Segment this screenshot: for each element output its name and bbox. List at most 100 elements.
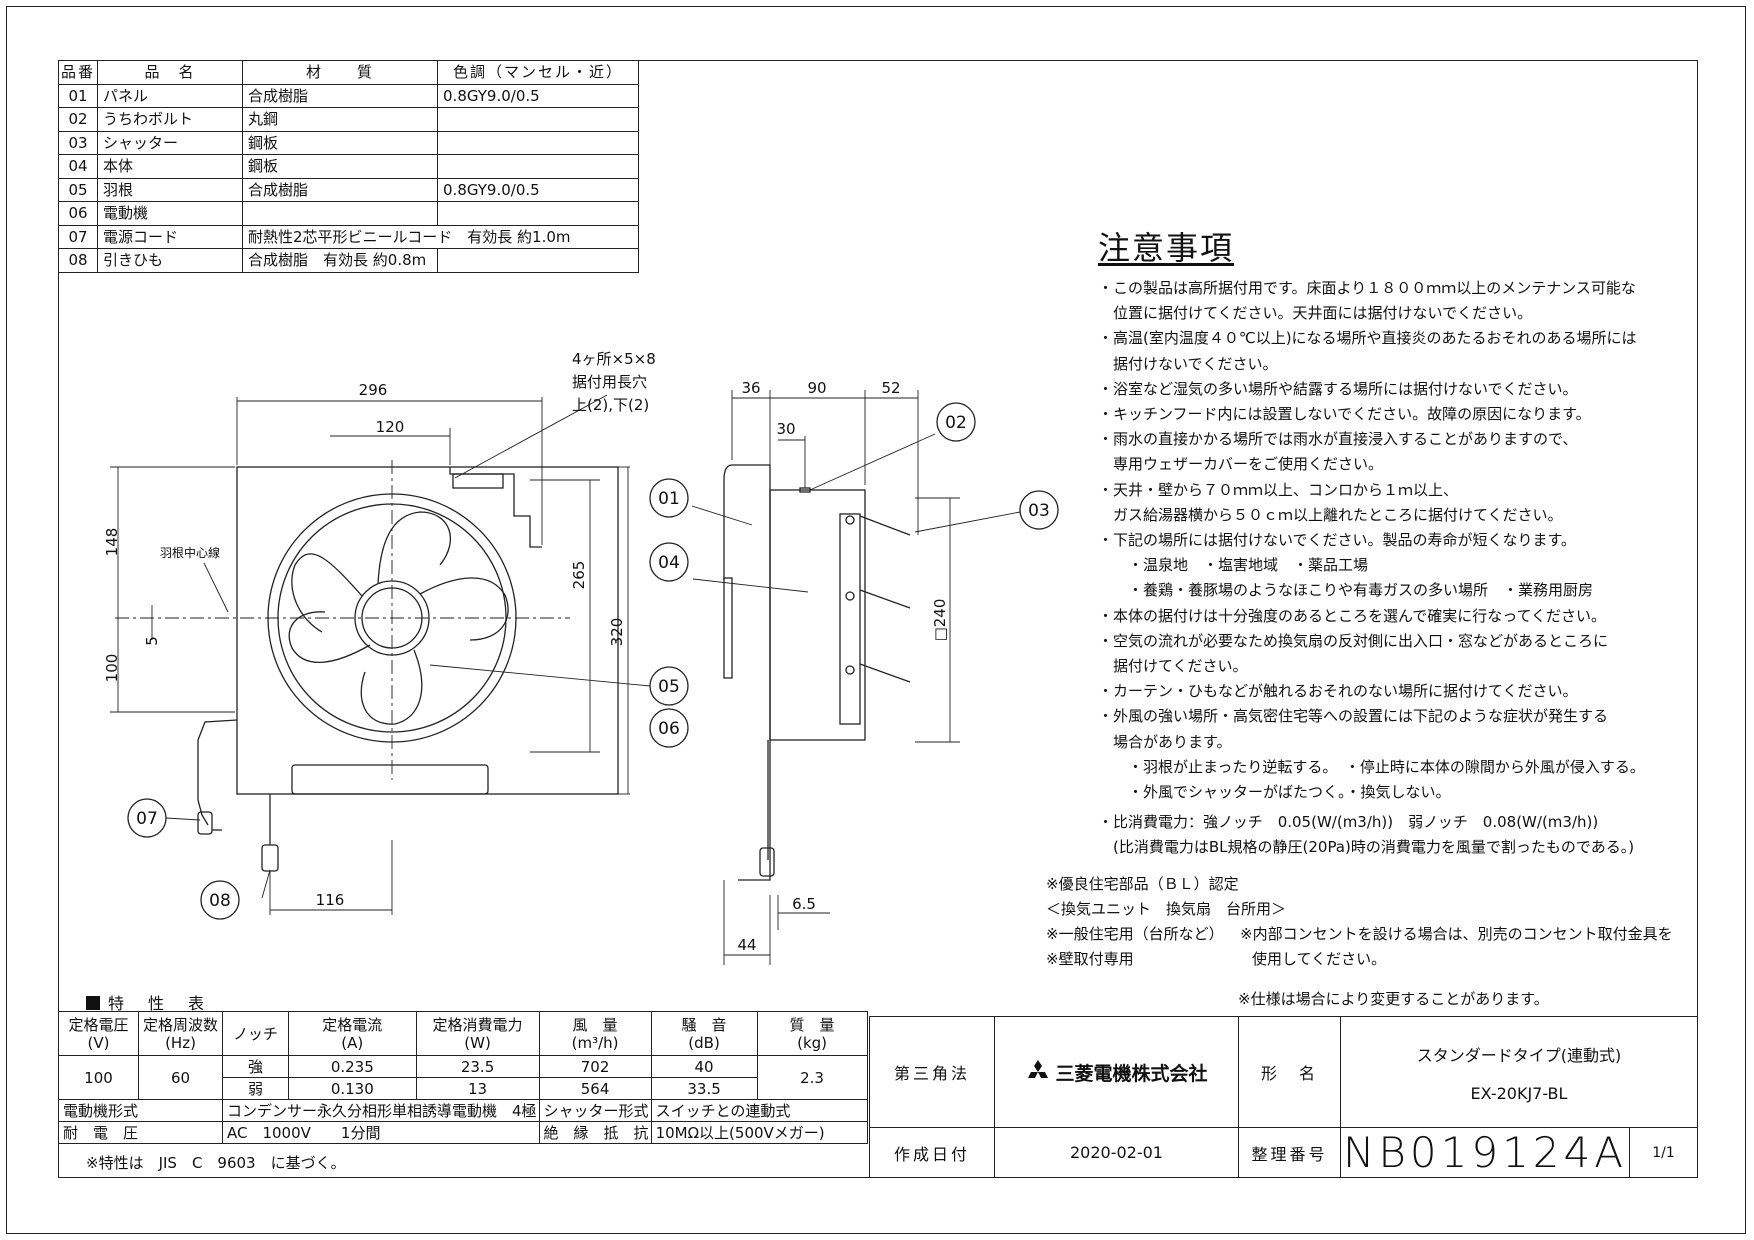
square-bullet-icon: [86, 996, 100, 1010]
dim-bottom-center: 100: [103, 654, 121, 683]
three-diamonds-icon: [1028, 1060, 1049, 1078]
center-line-label: 羽根中心線: [160, 545, 220, 560]
company-cell: 三菱電機株式会社: [994, 1016, 1239, 1128]
header-unit: (V): [87, 1033, 110, 1052]
part-no: 05: [57, 177, 99, 202]
body-side: [769, 489, 866, 741]
note-line: ・天井・壁から７０ｍｍ以上、コンロから１ｍ以上、: [1098, 480, 1459, 499]
spec-header-mass: 質 量(kg): [756, 1011, 868, 1056]
bl-note-row: ※一般住宅用（台所など） ※内部コンセントを設ける場合は、別売のコンセント取付金…: [1046, 922, 1673, 947]
title-block: 第三角法 三菱電機株式会社 形 名 スタンダードタイプ(連動式) EX-20KJ…: [869, 1016, 1698, 1178]
note-line: 専用ウェザーカバーをご使用ください。: [1098, 455, 1384, 474]
note-line: 据付けてください。: [1098, 657, 1248, 676]
model-cell: スタンダードタイプ(連動式) EX-20KJ7-BL: [1340, 1016, 1698, 1128]
spec-footnote: ※特性は JIS C 9603 に基づく。: [86, 1154, 346, 1172]
drawing-border-outer: [6, 6, 1746, 1234]
header-label: 風 量: [572, 1015, 618, 1034]
parts-header-name: 品 名: [97, 60, 244, 85]
spec-mass: 2.3: [756, 1055, 868, 1100]
bl-note-4: ※壁取付専用: [1046, 950, 1134, 968]
header-label: 定格周波数: [142, 1015, 218, 1034]
front-view: [115, 460, 619, 872]
dim-side-2: 90: [807, 379, 826, 397]
spec-notch: 弱: [221, 1077, 290, 1100]
sheet-cell: 1/1: [1629, 1127, 1698, 1178]
parts-header-no: 品番: [57, 60, 99, 85]
hole-note-2: 据付用長穴: [572, 373, 647, 391]
part-material: 合成樹脂: [242, 177, 439, 202]
company-name: 三菱電機株式会社: [1055, 1062, 1208, 1085]
callout-01: 01: [658, 489, 680, 509]
spec-title-text: 特 性 表: [108, 994, 209, 1013]
power-line: (比消費電力はBL規格の静圧(20Pa)時の消費電力を風量で割ったものである。): [1098, 838, 1635, 857]
part-material: 鋼板: [242, 130, 439, 155]
spec-notch: 強: [221, 1055, 290, 1078]
header-unit: (W): [464, 1033, 491, 1052]
callout-03: 03: [1028, 501, 1050, 521]
part-name: パネル: [97, 83, 244, 108]
part-color: 0.8GY9.0/0.5: [437, 83, 640, 108]
dim-side-6: 44: [737, 936, 756, 954]
number-label-cell: 整理番号: [1238, 1127, 1341, 1178]
note-line: ・キッチンフード内には設置しないでください。故障の原因になります。: [1098, 405, 1591, 424]
date-cell: 2020-02-01: [994, 1127, 1239, 1178]
insulation-label: 絶 縁 抵 抗: [538, 1121, 652, 1144]
header-label: 定格電流: [322, 1015, 383, 1034]
part-material: 丸鋼: [242, 107, 439, 132]
note-line: 場合があります。: [1098, 732, 1232, 751]
part-color: 0.8GY9.0/0.5: [437, 177, 640, 202]
dim-width: 296: [359, 381, 388, 399]
spec-header-row: 定格電圧(V) 定格周波数(Hz) ノッチ 定格電流(A) 定格消費電力(W) …: [58, 1011, 868, 1056]
part-name: うちわボルト: [97, 107, 244, 132]
dim-top-center: 148: [103, 528, 121, 557]
model-number: EX-20KJ7-BL: [1470, 1083, 1568, 1103]
bl-note-1: ※優良住宅部品（ＢＬ）認定: [1046, 875, 1239, 893]
spec-power: 13: [415, 1077, 540, 1100]
note-line: ・高温(室内温度４０℃以上)になる場所や直接炎のあたるおそれのある場所には: [1098, 329, 1637, 348]
part-no: 08: [57, 248, 99, 273]
note-line: ・カーテン・ひもなどが触れるおそれのない場所に据付けてください。: [1098, 682, 1578, 701]
side-dimensions: [165, 390, 1021, 965]
spec-airflow: 564: [538, 1077, 652, 1100]
header-unit: (Hz): [165, 1033, 196, 1052]
callout-04: 04: [658, 553, 680, 573]
number-cell: NB019124A: [1340, 1127, 1630, 1178]
front-dimensions: [110, 394, 630, 915]
header-unit: (A): [341, 1033, 364, 1052]
dim-side-square: □240: [931, 599, 949, 642]
dim-side-1: 36: [741, 379, 760, 397]
dim-cord-offset: 116: [316, 891, 345, 909]
part-no: 01: [57, 83, 99, 108]
bl-note-r2: 使用してください。: [1252, 950, 1387, 968]
side-view: [723, 464, 911, 881]
table-row: 耐 電 圧 AC 1000V 1分間 絶 縁 抵 抗 10MΩ以上(500Vメガ…: [58, 1121, 868, 1144]
power-line: ・比消費電力：強ノッチ 0.05(W/(m3/h)) 弱ノッチ 0.08(W/(…: [1098, 813, 1599, 832]
part-name: 羽根: [97, 177, 244, 202]
dim-hole-offset: 120: [376, 418, 405, 436]
note-line: ・外風の強い場所・高気密住宅等への設置には下記のような症状が発生する: [1098, 707, 1609, 726]
company-logo: 三菱電機株式会社: [1025, 1059, 1208, 1086]
parts-table-header: 品番 品 名 材 質 色調（マンセル・近）: [57, 60, 640, 85]
spec-header-noise: 騒 音(dB): [650, 1011, 758, 1056]
withstand-label: 耐 電 圧: [58, 1121, 223, 1144]
note-line: ・空気の流れが必要なため換気扇の反対側に出入口・窓などがあるところに: [1098, 631, 1609, 650]
spec-change-note: ※仕様は場合により変更することがあります。: [1238, 990, 1549, 1008]
note-line: ・下記の場所には据付けないでください。製品の寿命が短くなります。: [1098, 531, 1577, 550]
spec-freq: 60: [138, 1055, 223, 1100]
note-line: ガス給湯器横から５０ｃｍ以上離れたところに据付けてください。: [1098, 505, 1563, 524]
spec-voltage: 100: [58, 1055, 139, 1100]
header-label: 定格電圧: [68, 1015, 129, 1034]
part-name: 引きひも: [97, 248, 244, 273]
spec-airflow: 702: [538, 1055, 652, 1078]
model-label-cell: 形 名: [1238, 1016, 1341, 1128]
dim-height: 320: [608, 618, 626, 647]
parts-header-color: 色調（マンセル・近）: [437, 60, 640, 85]
note-line: ・温泉地 ・塩害地域 ・薬品工場: [1098, 556, 1369, 575]
fan-blades: [288, 511, 509, 725]
projection-cell: 第三角法: [869, 1016, 995, 1128]
part-color: [437, 154, 640, 179]
